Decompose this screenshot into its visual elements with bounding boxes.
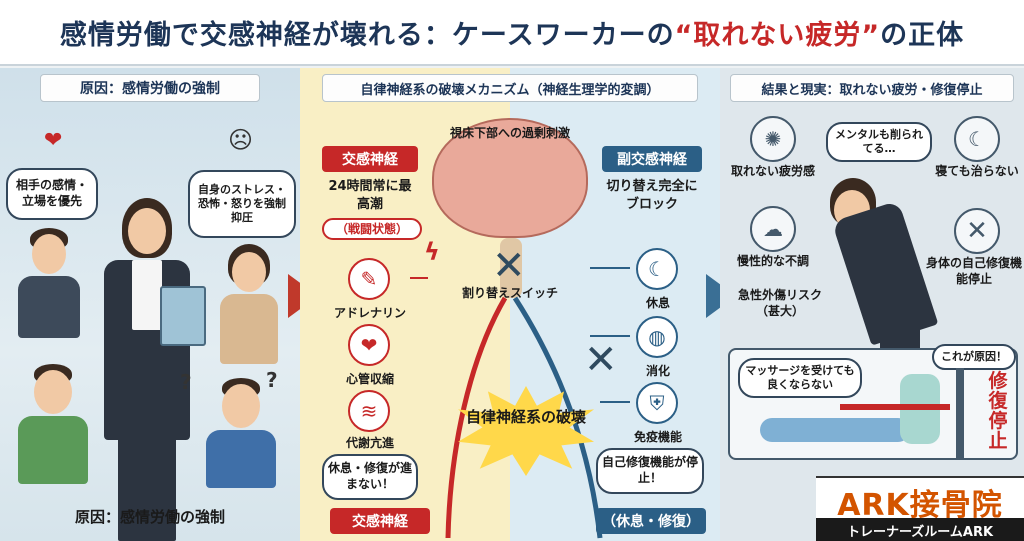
cause-footer: 原因：感情労働の強制 [74,508,225,526]
parasympathetic-tag: 副交感神経 [602,146,702,172]
rest-label: 休息 [645,296,670,310]
cause-header: 原因：感情労働の強制 [40,74,260,102]
fatigue-label: 取れない疲労感 [730,164,815,178]
sympathetic-footer-tag: 交感神経 [330,508,430,534]
brainstem-icon [500,238,522,298]
title-text-end: の正体 [880,19,965,51]
parasym-block-x-icon: ✕ [584,337,618,383]
chronic-label: 慢性的な不調 [736,254,809,268]
yelling-client-figure [14,364,92,484]
wall-block-icon [956,368,964,458]
sleep-bed-icon: ☾ [954,116,1000,162]
sympathetic-tag: 交感神経 [322,146,418,172]
injury-risk-label: 急性外傷リスク（甚大） [737,288,822,318]
blocked-arrow [840,404,950,410]
shield-icon: ⛨ [636,382,678,424]
brand-subtitle: トレーナーズルームARK [816,518,1024,541]
lying-patient-figure [760,418,910,442]
cause-panel: 原因：感情労働の強制 相手の感情・立場を優先 自身のストレス・恐怖・怒りを強制抑… [0,68,300,541]
repair-stop-label: 修復停止 [988,370,1008,452]
mental-bubble: メンタルも削られてる… [826,122,932,162]
brand-name: ARK接骨院 [837,488,1003,523]
massage-bubble: マッサージを受けても良くならない [738,358,862,398]
heart-organ-icon: ❤ [348,324,390,366]
immunity-label: 免疫機能 [633,430,682,444]
heart-icon: ❤ [44,128,63,153]
caseworker-figure [92,198,202,541]
self-repair-stop-bubble: 自己修復機能が停止！ [596,448,704,494]
switch-label: 割り替えスイッチ [461,286,558,300]
metabolism-icon: ≋ [348,390,390,432]
title-text: 感情労働で交感神経が壊れる：ケースワーカーの [59,19,675,51]
self-repair-label: 身体の自己修復機能停止 [926,256,1023,286]
question-icon-2: ? [266,368,278,392]
result-header: 結果と現実：取れない疲労・修復停止 [730,74,1014,102]
result-panel: 結果と現実：取れない疲労・修復停止 ✺ 取れない疲労感 ☁ 慢性的な不調 急性外… [720,68,1024,541]
angry-client-figure [14,228,84,338]
stress-icon: ☹ [228,126,254,154]
adrenaline-label: アドレナリン [333,306,406,320]
confused-client-figure [200,378,282,488]
client-priority-bubble: 相手の感情・立場を優先 [6,168,98,220]
title-highlight: “取れない疲労” [674,19,881,51]
sleep-label: 寝ても治らない [935,164,1019,178]
worried-client-figure [214,244,284,364]
page-title: 感情労働で交感神経が壊れる：ケースワーカーの“取れない疲労”の正体 [60,13,964,52]
metabolism-label: 代謝亢進 [345,436,394,450]
brain-icon [432,118,588,238]
hypothalamus-label: 視床下部への過剰刺激 [450,126,571,140]
mechanism-panel: 自律神経系の破壊メカニズム（神経生理学的変調） 視床下部への過剰刺激 交感神経 … [300,68,720,541]
digestion-label: 消化 [645,364,670,378]
fatigue-icon: ✺ [750,116,796,162]
syringe-icon: ✎ [348,258,390,300]
cause-bubble: これが原因！ [932,344,1016,370]
lightning-icon: ϟ [424,238,440,266]
self-suppression-bubble: 自身のストレス・恐怖・怒りを強制抑圧 [188,170,296,238]
clipboard-icon [160,286,206,346]
parasympathetic-nerve-line [512,296,603,539]
nerve-lines [410,267,630,539]
parasympathetic-desc: 切り替え完全にブロック [606,179,698,212]
stomach-icon: ◍ [636,316,678,358]
question-icon: ? [180,370,192,394]
vasoconstriction-label: 心管収縮 [345,372,394,386]
switch-block-x-icon: ✕ [492,243,526,289]
battle-state-tag: （戦闘状態） [322,218,422,240]
title-bar: 感情労働で交感神経が壊れる：ケースワーカーの“取れない疲労”の正体 [0,0,1024,66]
chronic-icon: ☁ [750,206,796,252]
sympathetic-nerve-line [445,296,508,539]
stop-x-icon: ✕ [954,208,1000,254]
mechanism-header: 自律神経系の破壊メカニズム（神経生理学的変調） [322,74,698,102]
breakdown-label: 自律神経系の破壊 [465,408,586,426]
sympathetic-desc: 24時間常に最高潮 [328,179,412,212]
bed-icon: ☾ [636,248,678,290]
brand-logo: ARK接骨院 トレーナーズルームARK [816,476,1024,541]
no-rest-bubble: 休息・修復が進まない！ [322,454,418,500]
parasympathetic-footer-tag: （休息・修復） [596,508,706,534]
